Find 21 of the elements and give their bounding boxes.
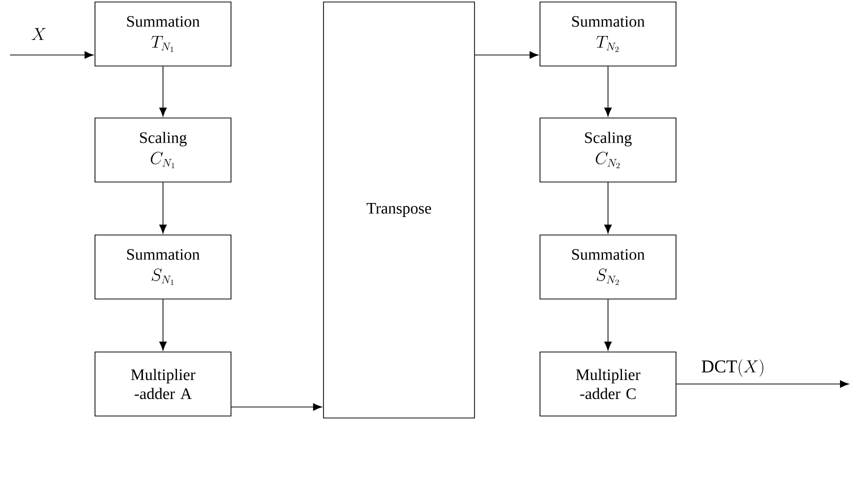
arrow xyxy=(159,182,167,234)
edge-label: $\mathrm{DCT}(X)$ xyxy=(702,359,764,377)
arrow xyxy=(159,299,167,350)
process-box: Multiplier -adder A xyxy=(94,352,232,416)
process-box: Transpose xyxy=(323,2,475,418)
arrow xyxy=(10,51,94,59)
arrow xyxy=(231,403,322,411)
edge-label: $X$ xyxy=(32,28,46,40)
process-box: Multiplier -adder C xyxy=(540,352,676,416)
process-box: Scaling $C_{N_1}$ xyxy=(94,118,232,182)
arrow xyxy=(604,66,612,116)
arrow xyxy=(604,182,612,234)
arrow xyxy=(159,66,167,116)
process-box: Scaling $C_{N_2}$ xyxy=(540,118,676,182)
process-box: Summation $T_{N_2}$ xyxy=(540,2,676,66)
process-box: Summation $T_{N_1}$ xyxy=(94,2,232,66)
process-box: Summation $S_{N_1}$ xyxy=(94,234,232,300)
arrow xyxy=(676,380,849,388)
arrow xyxy=(604,299,612,350)
arrow xyxy=(474,51,538,59)
process-box: Summation $S_{N_2}$ xyxy=(540,234,676,300)
